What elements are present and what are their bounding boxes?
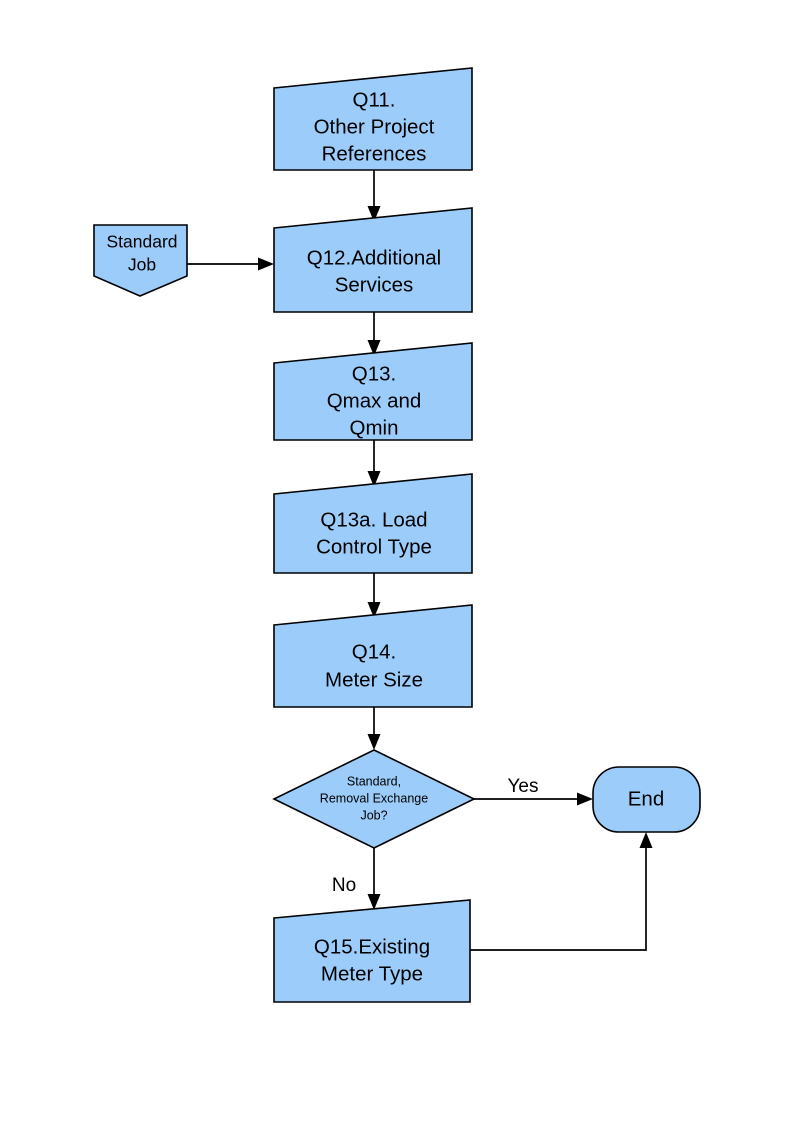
q12-line-1: Q12.Additional (307, 246, 441, 269)
decision-shape[interactable] (272, 749, 476, 849)
decision-line-2: Removal Exchange (320, 791, 428, 805)
edge-q12-to-q13 (367, 312, 381, 356)
node-decision[interactable]: Standard, Removal Exchange Job? (272, 749, 476, 849)
q15-line-1: Q15.Existing (314, 935, 430, 958)
edge-decision-to-q15-no (367, 848, 381, 910)
q12-line-2: Services (335, 273, 414, 296)
edge-labels-layer: Yes No (332, 776, 539, 896)
node-q14[interactable]: Q14. Meter Size (273, 604, 473, 708)
edge-q15-to-end (470, 832, 653, 951)
q11-shape[interactable] (273, 67, 473, 171)
edge-label-yes: Yes (508, 776, 539, 797)
decision-line-1: Standard, (347, 774, 401, 788)
q11-line-1: Q11. (353, 88, 396, 111)
decision-line-3: Job? (360, 808, 387, 822)
q13a-line-1: Q13a. Load (320, 508, 427, 531)
edge-standard-job-to-q12 (187, 257, 274, 271)
q15-shape[interactable] (273, 899, 471, 1003)
edge-q11-to-q12 (367, 170, 381, 222)
edge-q13-to-q13a (367, 440, 381, 487)
q11-line-2: Other Project (314, 115, 435, 138)
node-end[interactable]: End (592, 766, 701, 833)
connectors-layer (187, 170, 653, 951)
edge-decision-to-end-yes (474, 792, 593, 806)
q14-shape[interactable] (273, 604, 473, 708)
node-q11[interactable]: Q11. Other Project References (273, 67, 473, 171)
standard-job-line-2: Job (128, 255, 156, 275)
q13-shape[interactable] (273, 342, 473, 441)
end-shape[interactable] (592, 766, 701, 833)
node-q15[interactable]: Q15.Existing Meter Type (273, 899, 471, 1003)
q14-line-2: Meter Size (325, 668, 423, 691)
node-q13a[interactable]: Q13a. Load Control Type (273, 473, 473, 574)
q13a-shape[interactable] (273, 473, 473, 574)
node-standard-job[interactable]: Standard Job (93, 224, 188, 297)
standard-job-shape[interactable] (93, 224, 188, 297)
q13-line-1: Q13. (352, 362, 396, 385)
q14-line-1: Q14. (352, 640, 396, 663)
q11-line-3: References (322, 142, 427, 165)
q12-shape[interactable] (273, 207, 473, 313)
edge-label-no: No (332, 875, 356, 896)
q13a-line-2: Control Type (316, 535, 432, 558)
node-q12[interactable]: Q12.Additional Services (273, 207, 473, 313)
node-q13[interactable]: Q13. Qmax and Qmin (273, 342, 473, 441)
q13-line-2: Qmax and (327, 389, 422, 412)
edge-q13a-to-q14 (367, 573, 381, 618)
edge-q14-to-decision (367, 707, 381, 750)
end-line-1: End (628, 787, 664, 810)
standard-job-line-1: Standard (106, 232, 177, 252)
q15-line-2: Meter Type (321, 962, 423, 985)
q13-line-3: Qmin (350, 416, 399, 439)
